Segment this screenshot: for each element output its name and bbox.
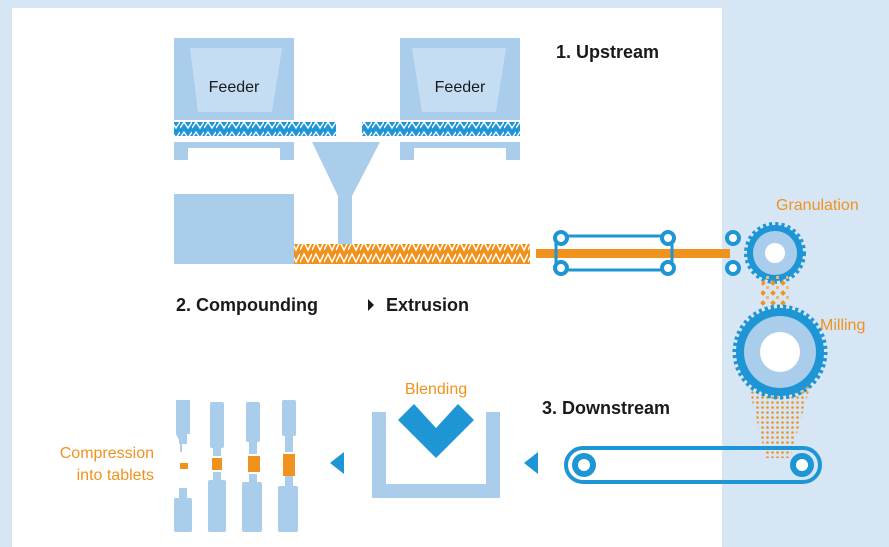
granulation-label: Granulation <box>776 197 859 214</box>
extrudate-strand <box>536 249 730 258</box>
feeder-right <box>362 38 520 160</box>
pinch-roller-top <box>725 230 741 246</box>
feeder-right-screw <box>362 122 520 136</box>
feeder-left-label: Feeder <box>209 79 260 96</box>
diagram-panel <box>12 8 722 547</box>
triangle-left-icon <box>524 452 538 474</box>
feeder-left-screw <box>174 122 336 136</box>
extrusion-title: Extrusion <box>386 295 469 315</box>
gear-roller-icon <box>744 222 806 284</box>
milling-label: Milling <box>820 317 865 334</box>
granules <box>760 276 790 306</box>
tablet-press-icon <box>174 400 298 532</box>
funnel-icon <box>312 142 380 244</box>
downstream-title: 3. Downstream <box>542 398 670 418</box>
extruder-motor <box>174 194 294 264</box>
compression-label-line1: Compression <box>60 445 154 462</box>
chevron-right-icon <box>368 299 374 311</box>
v-blender-icon <box>372 404 500 498</box>
conveyor-belt-icon <box>553 230 676 276</box>
blending-label: Blending <box>405 381 467 398</box>
conveyor-belt-downstream <box>564 446 822 484</box>
mill-wheel-icon <box>732 304 828 400</box>
pinch-roller-bottom <box>725 260 741 276</box>
compression-label-line2: into tablets <box>77 467 154 484</box>
feeder-left <box>174 38 336 160</box>
feeder-right-label: Feeder <box>435 79 486 96</box>
compounding-title: 2. Compounding <box>176 295 318 315</box>
triangle-left-icon <box>330 452 344 474</box>
upstream-title: 1. Upstream <box>556 42 659 62</box>
screw-extruder-icon <box>294 244 530 264</box>
